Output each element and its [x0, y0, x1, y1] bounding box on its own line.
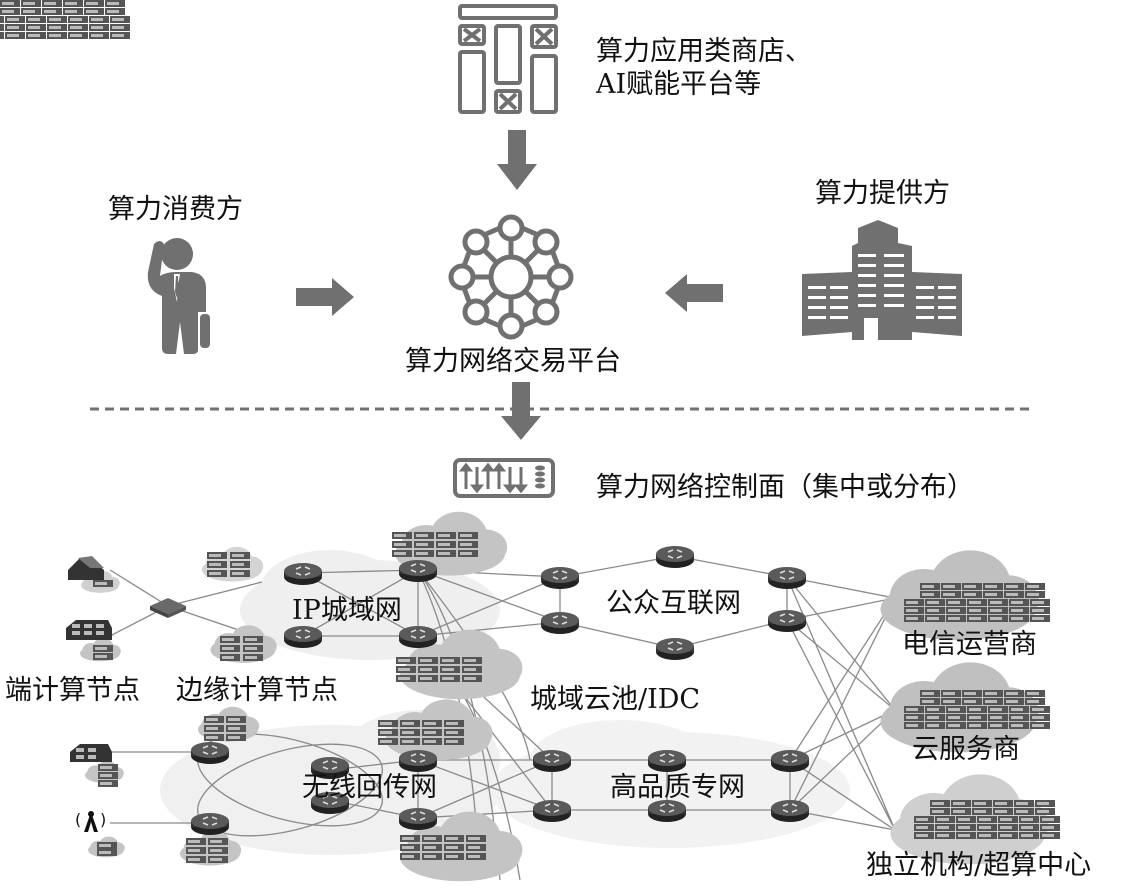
office-building-icon — [802, 220, 962, 340]
ip-metro-label: IP城域网 — [292, 595, 402, 626]
app-store-icon — [458, 4, 558, 114]
router-private-3 — [647, 749, 687, 773]
consumer-label: 算力消费方 — [108, 194, 243, 225]
apartment-building-icon — [70, 744, 112, 762]
cell-tower-icon: ( ) — [75, 810, 106, 832]
telecom-datacenter-cloud — [0, 0, 1039, 641]
wireless-end-cloud-top — [85, 760, 124, 787]
router-internet-6 — [767, 609, 807, 633]
app-store-label-line1: 算力应用类商店、 — [596, 36, 812, 67]
telecom-server-rack — [904, 583, 1050, 622]
arrow-down-icon — [497, 130, 537, 190]
access-switch-icon — [150, 598, 186, 618]
app-store-label: 算力应用类商店、 AI赋能平台等 — [596, 36, 812, 102]
svg-text:): ) — [100, 810, 106, 829]
svg-text:(: ( — [75, 810, 81, 829]
house-icon — [68, 556, 104, 580]
premium-private-label: 高品质专网 — [610, 772, 745, 803]
app-store-label-line2: AI赋能平台等 — [596, 68, 762, 100]
telecom-label: 电信运营商 — [902, 629, 1037, 660]
independent-server-rack — [914, 800, 1060, 839]
router-private-5 — [770, 749, 810, 773]
control-panel-sliders-icon — [453, 458, 555, 498]
separator-dashed-line — [90, 407, 1030, 411]
cloud-provider-server-rack — [904, 690, 1050, 729]
cloud-provider-datacenter-cloud — [0, 0, 1039, 753]
arrow-right-icon — [296, 278, 354, 316]
router-wireless-1 — [190, 741, 230, 765]
router-wireless-5 — [398, 749, 438, 773]
router-ip-metro-4 — [398, 625, 438, 649]
provider-label: 算力提供方 — [815, 178, 950, 209]
end-nodes-label: 端计算节点 — [5, 675, 140, 706]
router-private-2 — [532, 799, 572, 823]
trading-platform-network-icon — [448, 214, 574, 340]
router-ip-metro-3 — [398, 559, 438, 583]
router-internet-2 — [540, 611, 580, 635]
metro-cloud-label: 城域云池/IDC — [530, 684, 701, 715]
arrow-left-icon — [665, 274, 723, 312]
router-private-4 — [647, 799, 687, 823]
router-internet-4 — [655, 637, 695, 661]
edge-nodes-label: 边缘计算节点 — [176, 675, 338, 706]
router-ip-metro-2 — [283, 625, 323, 649]
router-internet-5 — [767, 566, 807, 590]
router-private-1 — [532, 749, 572, 773]
router-internet-1 — [540, 566, 580, 590]
metro-cloud-pool-lower — [378, 699, 493, 761]
wireless-end-cloud-bottom — [88, 836, 125, 858]
independent-label: 独立机构/超算中心 — [866, 850, 1092, 881]
router-ip-metro-1 — [283, 562, 323, 586]
arrow-down-icon — [501, 382, 541, 440]
business-person-icon — [147, 238, 210, 354]
wireless-backhaul-label: 无线回传网 — [302, 772, 437, 803]
control-plane-label: 算力网络控制面（集中或分布） — [596, 472, 974, 503]
public-internet-label: 公众互联网 — [606, 588, 741, 619]
router-wireless-6 — [398, 807, 438, 831]
wireless-edge-cloud-top — [198, 706, 260, 742]
router-wireless-2 — [190, 812, 230, 836]
apartment-building-icon — [66, 620, 112, 640]
cloud-provider-label: 云服务商 — [912, 734, 1020, 765]
edge-node-cloud-top — [202, 546, 264, 582]
router-private-6 — [770, 799, 810, 823]
router-internet-3 — [655, 545, 695, 569]
platform-label: 算力网络交易平台 — [405, 346, 621, 377]
end-node-building-cloud — [80, 638, 121, 662]
